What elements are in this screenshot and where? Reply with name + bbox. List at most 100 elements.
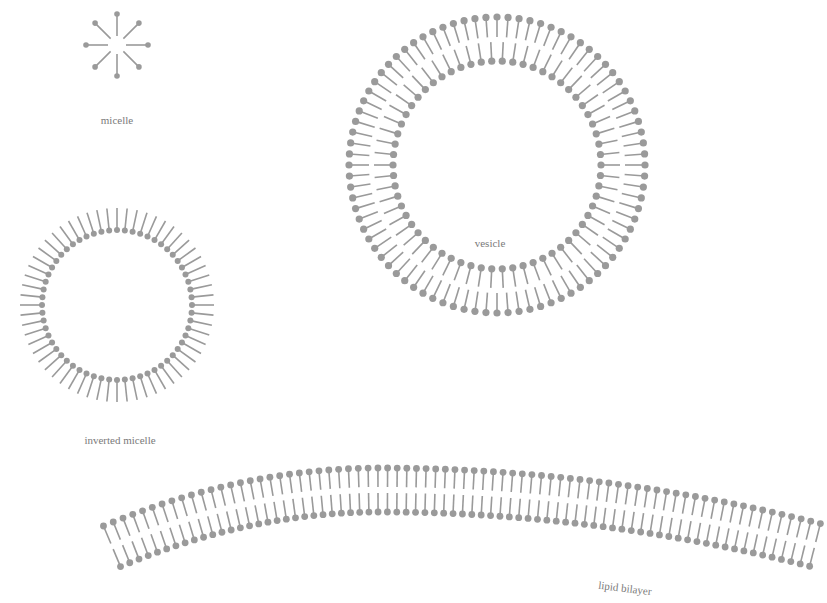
lipid-head xyxy=(114,377,120,383)
lipid-head xyxy=(622,235,629,242)
lipid-head xyxy=(509,470,516,477)
lipid-head xyxy=(558,28,565,35)
lipid-tail xyxy=(52,361,67,377)
lipid-head xyxy=(448,68,455,75)
lipid-head xyxy=(83,42,89,48)
lipid-head xyxy=(385,262,392,269)
lipid-head xyxy=(414,229,421,236)
lipid-tail xyxy=(22,285,44,290)
lipid-head xyxy=(49,340,55,346)
lipid-tail xyxy=(52,233,67,249)
lipid-head xyxy=(338,510,345,517)
lipid-head xyxy=(616,78,623,85)
lipid-head xyxy=(548,73,555,80)
lipid-head xyxy=(45,271,51,277)
lipid-head xyxy=(589,120,596,127)
lipid-head xyxy=(586,277,593,284)
lipid-head xyxy=(347,509,354,516)
lipid-head xyxy=(183,333,189,339)
lipid-head xyxy=(539,255,546,262)
lipid-head xyxy=(100,523,107,530)
lipid-head xyxy=(183,271,189,277)
vesicle-drawing xyxy=(345,13,648,316)
lipid-tail xyxy=(148,374,157,394)
lipid-head xyxy=(179,265,185,271)
lipid-head xyxy=(403,509,410,516)
lipid-tail xyxy=(33,257,52,268)
lipid-head xyxy=(136,20,142,26)
lipid-head xyxy=(605,480,612,487)
lipid-head xyxy=(504,14,511,21)
lipid-head xyxy=(673,490,680,497)
lipid-head xyxy=(594,270,601,277)
lipid-head xyxy=(590,522,597,529)
lipid-head xyxy=(189,294,195,300)
lipid-head xyxy=(265,519,272,526)
lipid-head xyxy=(257,476,264,483)
lipid-head xyxy=(58,352,64,358)
lipid-head xyxy=(122,377,128,383)
lipid-head xyxy=(625,482,632,489)
lipid-head xyxy=(457,64,464,71)
lipid-head xyxy=(579,221,586,228)
lipid-head xyxy=(557,79,564,86)
lipid-head xyxy=(562,519,569,526)
lipid-head xyxy=(360,226,367,233)
lipid-head xyxy=(412,509,419,516)
lipid-head xyxy=(602,262,609,269)
lipid-head xyxy=(665,533,672,540)
lipid-head xyxy=(365,509,372,516)
lipid-tail xyxy=(78,216,87,236)
lipid-head xyxy=(577,284,584,291)
lipid-head xyxy=(83,233,89,239)
lipid-head xyxy=(488,265,495,272)
lipid-tail xyxy=(173,355,189,370)
lipid-head xyxy=(430,79,437,86)
lipid-head xyxy=(306,468,313,475)
lipid-tail xyxy=(21,295,43,297)
structure-label: inverted micelle xyxy=(84,434,155,446)
lipid-head xyxy=(519,262,526,269)
lipid-head xyxy=(129,511,136,518)
lipid-head xyxy=(145,42,151,48)
lipid-head xyxy=(70,363,76,369)
lipid-tail xyxy=(133,378,138,400)
lipid-head xyxy=(53,346,59,352)
structure-label: lipid bilayer xyxy=(598,579,653,597)
lipid-head xyxy=(656,532,663,539)
lipid-head xyxy=(530,64,537,71)
lipid-head xyxy=(114,73,120,79)
lipid-tail xyxy=(178,349,196,362)
lipid-head xyxy=(750,550,757,557)
lipid-head xyxy=(77,367,83,373)
lipid-head xyxy=(497,513,504,520)
lipid-head xyxy=(168,497,175,504)
lipid-head xyxy=(301,513,308,520)
lipid-head xyxy=(567,290,574,297)
lipid-head xyxy=(457,259,464,266)
lipid-head xyxy=(137,231,143,237)
lipid-head xyxy=(471,308,478,315)
lipid-head xyxy=(640,139,647,146)
lipid-head xyxy=(504,309,511,316)
lipid-head xyxy=(759,552,766,559)
lipid-head xyxy=(283,516,290,523)
lipid-head xyxy=(595,182,602,189)
lipid-head xyxy=(114,11,120,17)
lipid-head xyxy=(807,518,814,525)
lipid-tail xyxy=(28,266,48,275)
lipid-head xyxy=(187,286,193,292)
lipid-head xyxy=(593,193,600,200)
lipid-head xyxy=(684,536,691,543)
lipid-head xyxy=(644,485,651,492)
lipid-head xyxy=(692,493,699,500)
lipid-tail xyxy=(45,355,61,370)
lipid-head xyxy=(452,466,459,473)
lipid-head xyxy=(43,279,49,285)
lipid-head xyxy=(460,17,467,24)
lipid-head xyxy=(609,69,616,76)
lipid-head xyxy=(581,521,588,528)
lipid-head xyxy=(609,254,616,261)
lipid-head xyxy=(641,172,648,179)
